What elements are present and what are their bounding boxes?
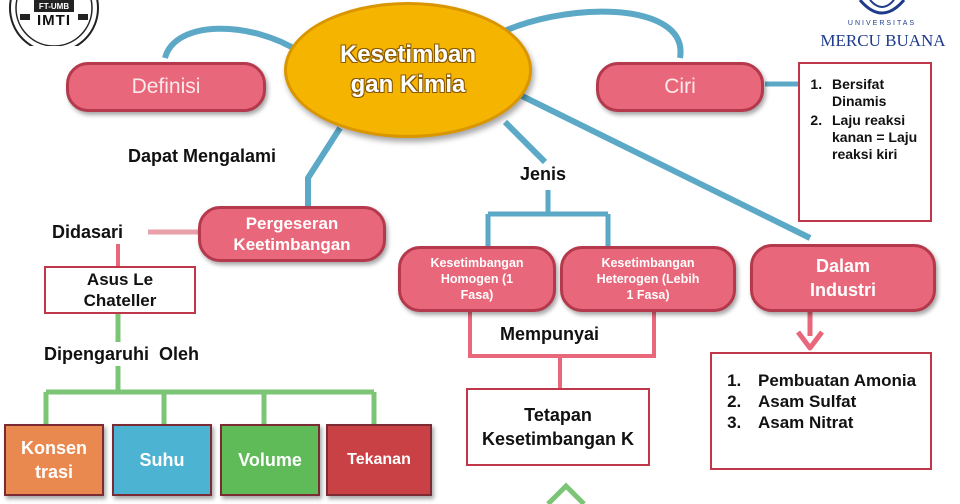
asus-le-chateller-box: Asus Le Chateller bbox=[44, 266, 196, 314]
mercu-buana-logo-icon bbox=[856, 0, 908, 18]
industri-line1: Dalam bbox=[815, 256, 871, 276]
center-title-line1: Kesetimban bbox=[339, 41, 477, 68]
factor-line1: Suhu bbox=[139, 450, 185, 470]
imti-logo-icon bbox=[2, 0, 106, 46]
heterogen-node: Kesetimbangan Heterogen (Lebih 1 Fasa) bbox=[560, 246, 736, 312]
asus-line2: Chateller bbox=[83, 291, 157, 310]
industri-item: Asam Sulfat bbox=[746, 391, 930, 412]
factor-suhu: Suhu bbox=[112, 424, 212, 496]
tetapan-box: Tetapan Kesetimbangan K bbox=[466, 388, 650, 466]
connector-industri bbox=[520, 93, 812, 241]
ciri-node: Ciri bbox=[596, 62, 764, 112]
industri-line2: Industri bbox=[810, 280, 876, 300]
industri-item: Pembuatan Amonia bbox=[746, 370, 930, 391]
connector-pergeseran bbox=[305, 126, 343, 208]
industri-node: Dalam Industri bbox=[750, 244, 936, 312]
connector-jenis bbox=[502, 119, 548, 165]
pergeseran-line2: Keetimbangan bbox=[233, 235, 351, 254]
connector-ciri bbox=[488, 8, 684, 59]
industri-list-box: Pembuatan Amonia Asam Sulfat Asam Nitrat bbox=[710, 352, 932, 470]
connector-dipengaruhi bbox=[43, 314, 377, 424]
dipengaruhi-label: Dipengaruhi Oleh bbox=[44, 344, 200, 364]
ciri-item: Bersifat Dinamis bbox=[826, 76, 930, 110]
homogen-line3: Fasa) bbox=[460, 288, 494, 302]
left-logo-text: IMTI bbox=[37, 12, 71, 29]
factor-volume: Volume bbox=[220, 424, 320, 496]
factor-line2: trasi bbox=[34, 462, 74, 482]
bottom-green-stub bbox=[546, 482, 586, 504]
dapat-mengalami-label: Dapat Mengalami bbox=[128, 146, 277, 166]
right-logo-main: MERCU BUANA bbox=[820, 31, 946, 50]
heterogen-line1: Kesetimbangan bbox=[601, 256, 695, 270]
connector-definisi bbox=[162, 25, 302, 60]
tetapan-line1: Tetapan bbox=[524, 405, 592, 425]
asus-line1: Asus Le bbox=[86, 270, 154, 289]
mempunyai-label: Mempunyai bbox=[498, 324, 602, 345]
homogen-line1: Kesetimbangan bbox=[430, 256, 524, 270]
factor-line1: Tekanan bbox=[347, 451, 411, 468]
ciri-list-box: Bersifat Dinamis Laju reaksi kanan = Laj… bbox=[798, 62, 932, 222]
pergeseran-node: Pergeseran Keetimbangan bbox=[198, 206, 386, 262]
homogen-line2: Homogen (1 bbox=[440, 272, 514, 286]
connector-jenis-branch bbox=[485, 190, 611, 248]
tetapan-line2: Kesetimbangan K bbox=[481, 429, 635, 449]
industri-list: Pembuatan Amonia Asam Sulfat Asam Nitrat bbox=[712, 370, 930, 433]
heterogen-line2: Heterogen (Lebih bbox=[596, 272, 700, 286]
right-logo-top: UNIVERSITAS bbox=[847, 20, 917, 27]
definisi-node: Definisi bbox=[66, 62, 266, 112]
pergeseran-line1: Pergeseran bbox=[245, 214, 339, 233]
factor-line1: Volume bbox=[238, 450, 302, 470]
didasari-label: Didasari bbox=[52, 222, 124, 242]
heterogen-line3: 1 Fasa) bbox=[626, 288, 670, 302]
homogen-node: Kesetimbangan Homogen (1 Fasa) bbox=[398, 246, 556, 312]
center-topic: Kesetimban gan Kimia bbox=[284, 2, 532, 138]
factor-tekanan: Tekanan bbox=[326, 424, 432, 496]
industri-item: Asam Nitrat bbox=[746, 412, 930, 433]
arrow-down-icon bbox=[796, 330, 824, 351]
left-logo-sub: FT-UMB bbox=[38, 2, 70, 11]
center-title-line2: gan Kimia bbox=[350, 71, 466, 98]
factor-line1: Konsen bbox=[20, 438, 87, 458]
ciri-list: Bersifat Dinamis Laju reaksi kanan = Laj… bbox=[800, 76, 930, 163]
jenis-label: Jenis bbox=[520, 164, 567, 184]
ciri-item: Laju reaksi kanan = Laju reaksi kiri bbox=[826, 112, 930, 163]
factor-konsentrasi: Konsen trasi bbox=[4, 424, 104, 496]
